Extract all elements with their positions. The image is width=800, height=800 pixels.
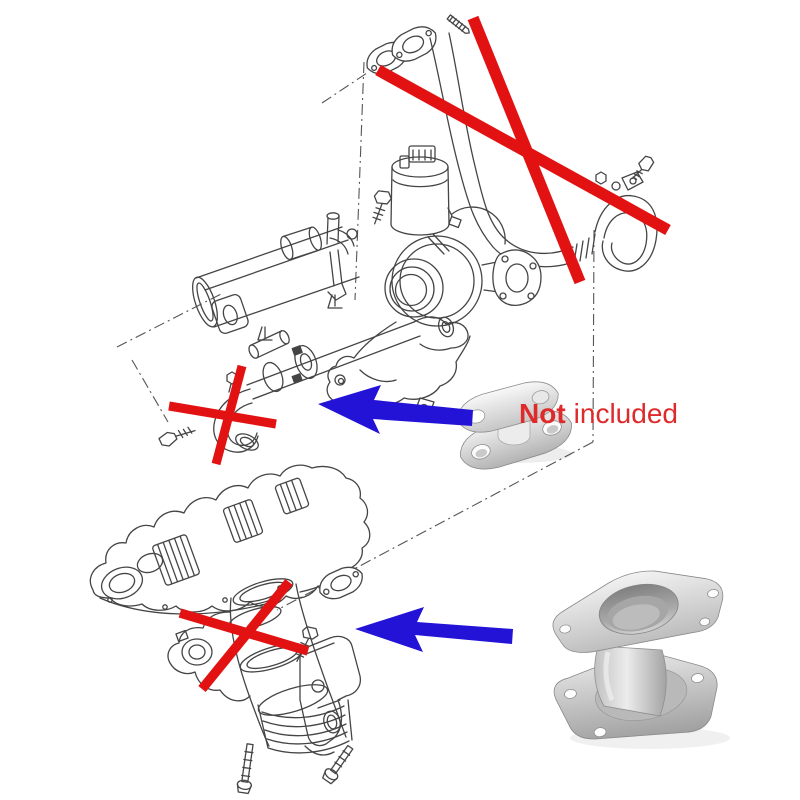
throttle-body-drawing	[167, 578, 362, 795]
intake-assembly-drawing	[89, 464, 371, 795]
not-included-bold-word: Not	[519, 398, 566, 429]
bracket-drawing	[299, 635, 362, 756]
exhaust-elbow-drawing	[158, 316, 469, 453]
egr-cooler-drawing	[192, 226, 360, 359]
blue-arrow-top	[318, 385, 473, 434]
hose-bolt	[631, 155, 655, 181]
stud-bolt	[446, 14, 470, 34]
turbocharger-drawing	[326, 145, 542, 419]
red-cross-throttle-egr	[178, 579, 310, 692]
construction-guide-lines	[116, 61, 595, 611]
red-cross-egr-elbow	[168, 364, 277, 466]
adapter-pipe-photo	[552, 570, 730, 749]
turbo-bolt	[372, 190, 392, 225]
turbo-outlet-flange	[492, 249, 542, 307]
mount-tabs	[257, 294, 343, 341]
blue-arrow-bottom	[355, 607, 513, 652]
not-included-label: Not included	[519, 398, 678, 429]
egr-pipe-flange-gaskets	[366, 26, 437, 75]
flange-bolt	[158, 426, 196, 447]
egr-pipe-drawing	[429, 32, 658, 272]
red-cross-egr-pipe	[375, 15, 671, 285]
egr-valve-drawing	[280, 212, 358, 301]
long-bolt-left	[236, 743, 254, 795]
not-included-rest-word: included	[574, 398, 678, 429]
blank-plate-photo	[457, 381, 572, 470]
hex-nut	[595, 171, 607, 185]
hose-bracket	[621, 171, 644, 191]
wastegate-actuator	[390, 145, 450, 255]
coolant-stub	[248, 330, 290, 359]
gasket-drawing	[319, 566, 363, 600]
long-bolt-right	[322, 744, 354, 785]
